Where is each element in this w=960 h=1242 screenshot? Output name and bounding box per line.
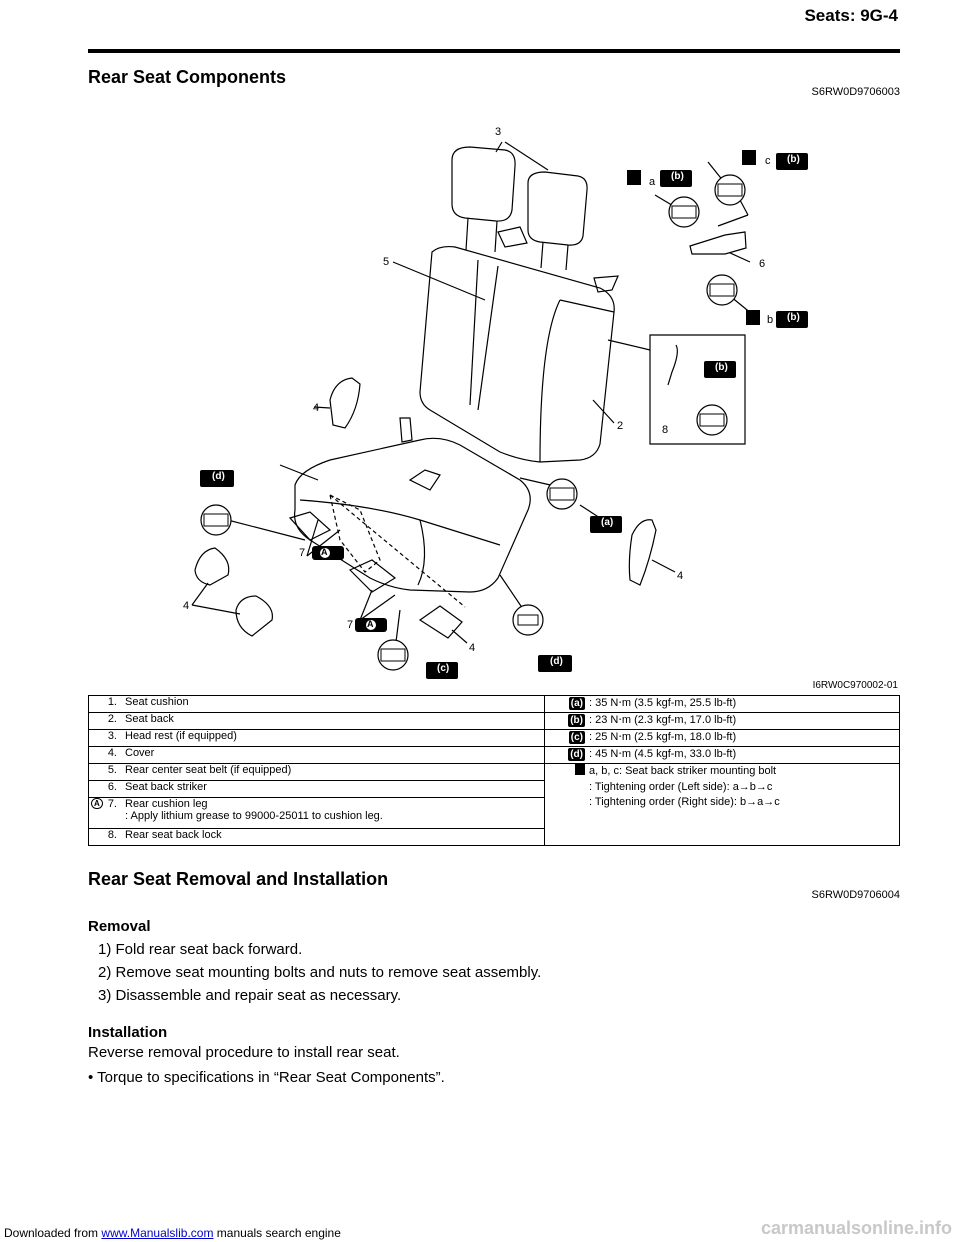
striker-key: a, b, c:: [589, 764, 623, 777]
header-rule: [88, 49, 900, 53]
item-text: Rear center seat belt (if equipped): [125, 764, 292, 776]
section-code-removal: S6RW0D9706004: [811, 889, 900, 901]
striker-bolt-icon: [575, 764, 585, 775]
item-number: 8.: [107, 829, 117, 841]
item-number: 4.: [107, 747, 117, 759]
table-row: 2. Seat back (b) : 23 N⋅m (2.3 kgf-m, 17.0…: [88, 712, 900, 730]
torque-badge-b: (b): [715, 362, 728, 373]
torque-badge-c: (c): [437, 663, 450, 674]
headrest-right: [527, 171, 588, 246]
removal-step: 3) Disassemble and repair seat as necess…: [98, 987, 402, 1004]
item-text: Cover: [125, 747, 155, 759]
callout-a: a: [649, 176, 656, 188]
torque-badge: (b): [568, 713, 585, 727]
table-row: A 7. Rear cushion leg : Apply lithium gre…: [88, 797, 900, 829]
callout-4-upper: 4: [313, 402, 320, 414]
seat-back: [419, 245, 615, 463]
striker-order-left: : Tightening order (Left side): a→b→c: [589, 781, 773, 793]
grease-badge-a: A: [367, 619, 374, 629]
table-row: 5. Rear center seat belt (if equipped) a,…: [88, 763, 900, 846]
footer-download: Downloaded from www.Manualslib.com manua…: [4, 1226, 341, 1240]
callout-c: c: [765, 155, 771, 167]
callout-4-bottom: 4: [469, 642, 476, 654]
callout-6: 6: [759, 258, 766, 270]
item-subtext: : Apply lithium grease to 99000-25011 to…: [125, 810, 383, 822]
item-number: 5.: [107, 764, 117, 776]
seat-cushion: [293, 437, 531, 593]
torque-badge: (c): [568, 730, 585, 744]
headrest-left: [451, 146, 516, 222]
torque-badge: (d): [568, 747, 585, 761]
installation-bullet: • Torque to specifications in “Rear Seat…: [88, 1069, 445, 1086]
torque-value: : 23 N⋅m (2.3 kgf-m, 17.0 lb-ft): [589, 714, 737, 726]
torque-badge-b: (b): [787, 312, 800, 323]
torque-value: : 35 N⋅m (3.5 kgf-m, 25.5 lb-ft): [589, 697, 737, 709]
item-number: 3.: [107, 730, 117, 742]
callout-2: 2: [617, 420, 624, 432]
item-text: Rear cushion leg: [125, 798, 208, 810]
torque-badge: (a): [568, 696, 585, 710]
item-text: Seat back: [125, 713, 174, 725]
callout-8: 8: [662, 424, 669, 436]
section-title-removal: Rear Seat Removal and Installation: [88, 869, 389, 889]
item-text: Rear seat back lock: [125, 829, 222, 841]
callout-3: 3: [495, 126, 502, 138]
figure-code: I6RW0C970002-01: [812, 680, 898, 691]
torque-badge-d: (d): [212, 471, 225, 482]
striker-order-right: : Tightening order (Right side): b→a→c: [589, 796, 780, 808]
callout-b: b: [767, 314, 774, 326]
removal-step: 2) Remove seat mounting bolts and nuts t…: [98, 964, 542, 981]
footer-suffix: manuals search engine: [216, 1226, 341, 1240]
watermark: carmanualsonline.info: [760, 1218, 952, 1238]
grease-icon: A: [91, 798, 103, 809]
page-header: Seats: 9G-4: [804, 6, 898, 25]
callout-5: 5: [383, 256, 390, 268]
section-title: Rear Seat Components: [88, 67, 287, 87]
table-row: 1. Seat cushion (a) : 35 N⋅m (3.5 kgf-m, 2…: [88, 695, 900, 713]
torque-badge-a: (a): [601, 517, 614, 528]
item-number: 1.: [107, 696, 117, 708]
table-row: 4. Cover (d) : 45 N⋅m (4.5 kgf-m, 33.0 lb-…: [88, 746, 900, 764]
removal-heading: Removal: [88, 918, 151, 935]
torque-badge-d: (d): [550, 656, 563, 667]
item-text: Seat back striker: [125, 781, 207, 793]
torque-badge-b: (b): [671, 171, 684, 182]
footer-link[interactable]: www.Manualslib.com: [101, 1226, 214, 1240]
item-number: 7.: [107, 798, 117, 810]
callout-7-lower: 7: [347, 619, 354, 631]
table-row: 3. Head rest (if equipped) (c) : 25 N⋅m (2…: [88, 729, 900, 747]
item-number: 6.: [107, 781, 117, 793]
section-code: S6RW0D9706003: [811, 86, 900, 98]
footer-prefix: Downloaded from: [4, 1226, 99, 1240]
callout-4-left: 4: [183, 600, 190, 612]
striker-desc: Seat back striker mounting bolt: [625, 764, 777, 777]
item-number: 2.: [107, 713, 117, 725]
callout-7-upper: 7: [299, 547, 306, 559]
torque-value: : 25 N⋅m (2.5 kgf-m, 18.0 lb-ft): [589, 731, 737, 743]
item-text: Head rest (if equipped): [125, 730, 237, 742]
torque-badge-b: (b): [787, 154, 800, 165]
installation-text: Reverse removal procedure to install rea…: [88, 1044, 400, 1061]
legend-table: 1. Seat cushion (a) : 35 N⋅m (3.5 kgf-m, 2…: [88, 695, 900, 846]
lock-detail-box: [649, 334, 746, 445]
removal-step: 1) Fold rear seat back forward.: [98, 941, 303, 958]
torque-value: : 45 N⋅m (4.5 kgf-m, 33.0 lb-ft): [589, 748, 737, 760]
item-text: Seat cushion: [125, 696, 189, 708]
rear-seat-diagram: [191, 141, 808, 679]
grease-badge-a: A: [321, 547, 328, 557]
installation-heading: Installation: [88, 1024, 168, 1041]
table-row: 8. Rear seat back lock: [88, 828, 900, 846]
callout-4-right: 4: [677, 570, 684, 582]
